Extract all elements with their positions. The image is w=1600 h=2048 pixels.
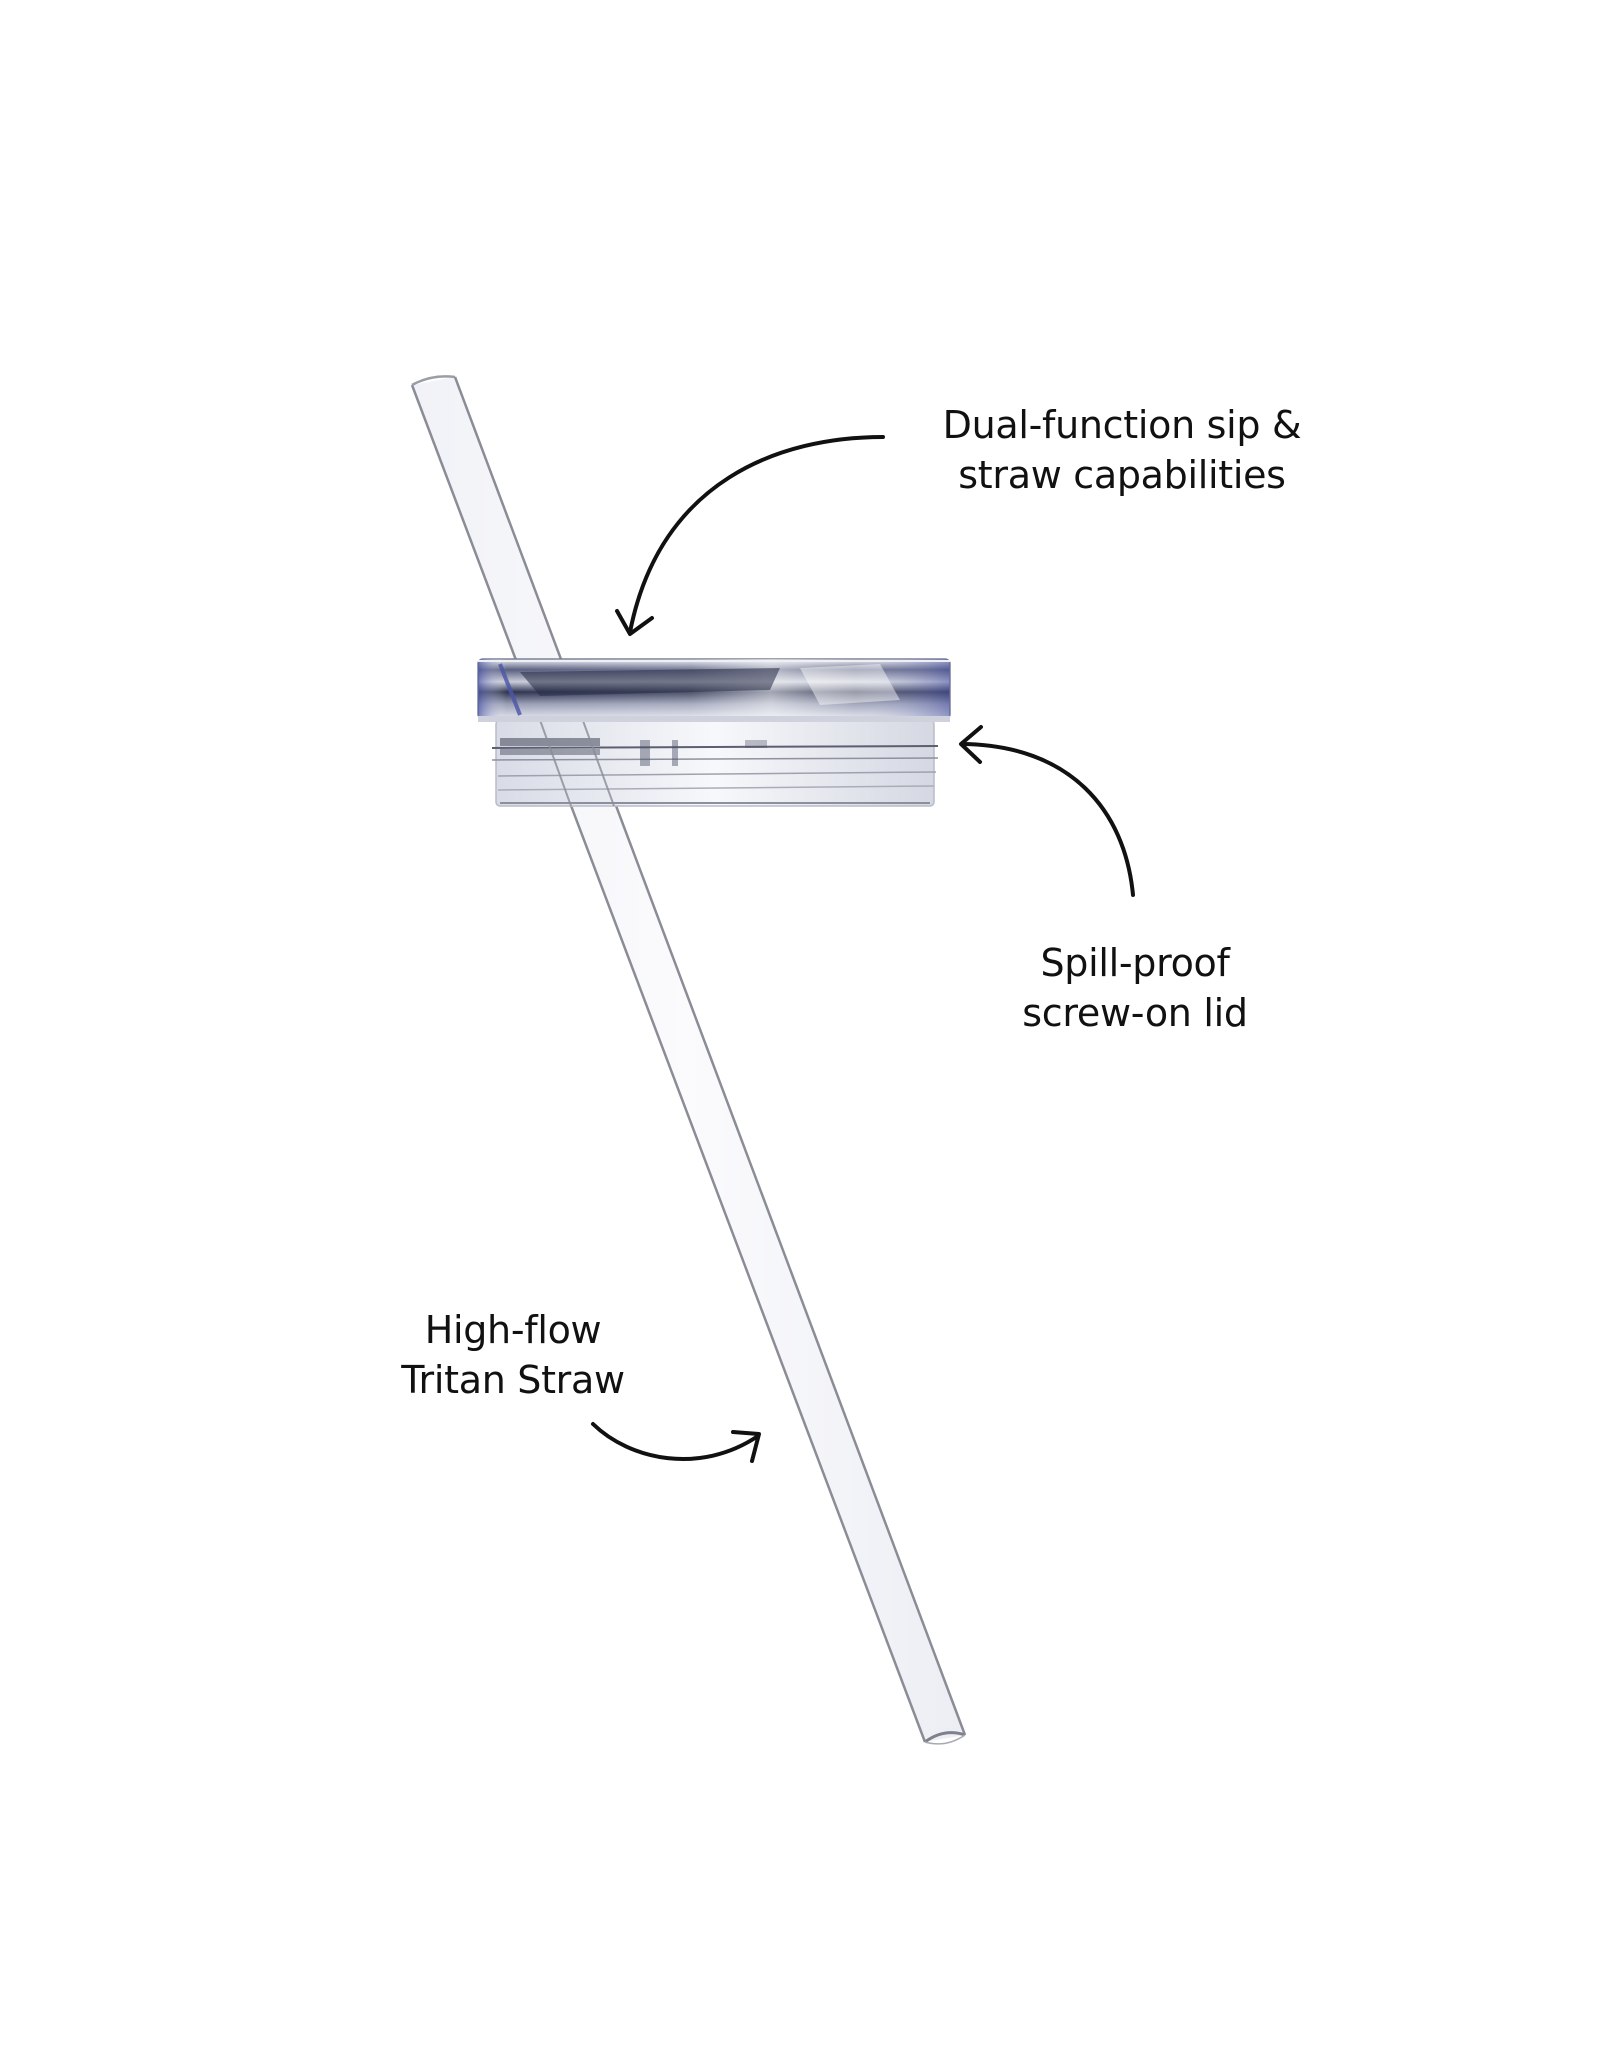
straw <box>410 375 967 1745</box>
screw-on-lid <box>477 658 951 807</box>
arrow-straw-callout <box>591 1422 761 1463</box>
callout-lid-line1: Spill-proof <box>1040 941 1230 985</box>
callout-tritan-straw: High-flow Tritan Straw <box>368 1305 658 1405</box>
callout-sip-line1: Dual-function sip & <box>942 403 1302 447</box>
arrow-lid-callout <box>959 725 1135 897</box>
callout-straw-line2: Tritan Straw <box>401 1358 625 1402</box>
callout-sip-straw: Dual-function sip & straw capabilities <box>912 400 1332 500</box>
arrow-sip-callout <box>615 435 885 636</box>
callout-spill-proof-lid: Spill-proof screw-on lid <box>990 938 1280 1038</box>
callout-lid-line2: screw-on lid <box>1022 991 1248 1035</box>
callout-sip-line2: straw capabilities <box>958 453 1286 497</box>
callout-straw-line1: High-flow <box>424 1308 602 1352</box>
